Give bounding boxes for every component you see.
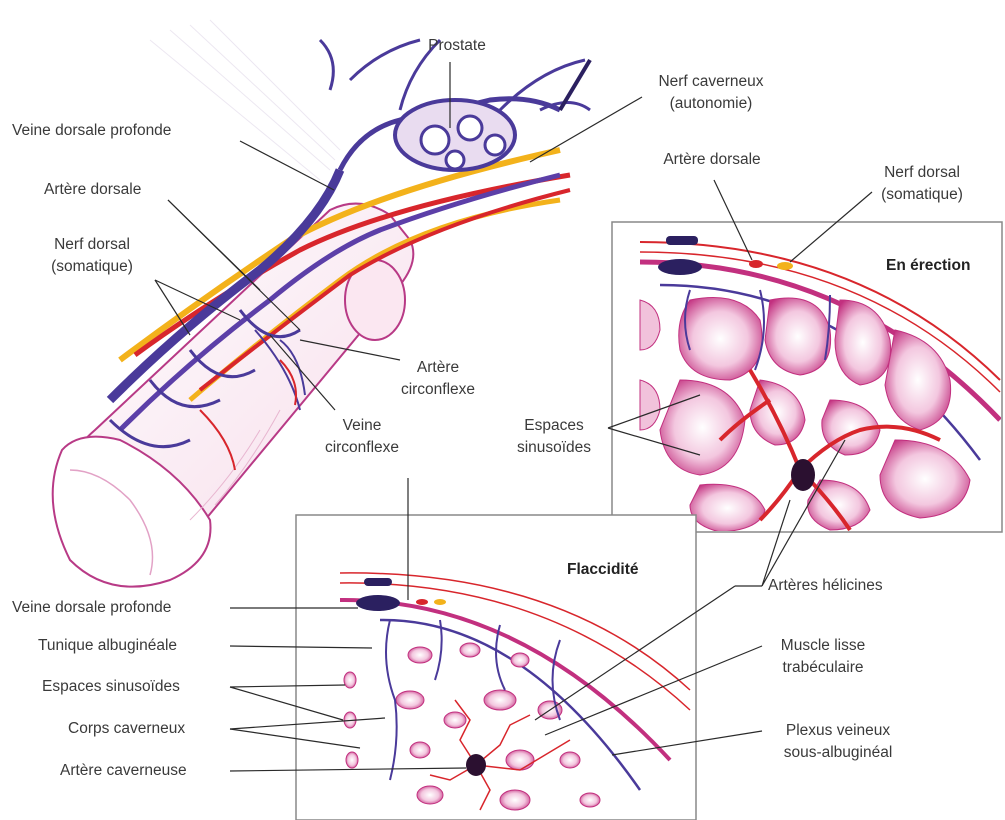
label-nerf-caverneux: Nerf caverneux: [658, 72, 763, 91]
label-nerf-dorsal-right-sub: (somatique): [881, 185, 963, 204]
label-veine-circonflexe-sub: circonflexe: [325, 438, 399, 457]
label-veine-circonflexe: Veine: [343, 416, 382, 435]
label-artere-dorsale-right: Artère dorsale: [663, 150, 760, 169]
label-plexus-veineux-sub: sous-albuginéal: [784, 743, 893, 762]
label-flaccidite: Flaccidité: [567, 560, 639, 579]
label-arteres-helicines: Artères hélicines: [768, 576, 883, 595]
label-en-erection: En érection: [886, 256, 970, 275]
label-espaces-sinusoides-left: Espaces sinusoïdes: [42, 677, 180, 696]
label-veine-dorsale-profonde-bottom: Veine dorsale profonde: [12, 598, 171, 617]
label-artere-dorsale-left: Artère dorsale: [44, 180, 141, 199]
label-nerf-dorsal-right: Nerf dorsal: [884, 163, 960, 182]
label-espaces-sinusoides-right: Espaces: [524, 416, 583, 435]
label-nerf-dorsal-left-sub: (somatique): [51, 257, 133, 276]
background-rays: [150, 20, 340, 180]
label-artere-circonflexe: Artère: [417, 358, 459, 377]
label-artere-circonflexe-sub: circonflexe: [401, 380, 475, 399]
label-nerf-dorsal-left: Nerf dorsal: [54, 235, 130, 254]
label-muscle-lisse: Muscle lisse: [781, 636, 865, 655]
label-veine-dorsale-profonde-top: Veine dorsale profonde: [12, 121, 171, 140]
label-artere-caverneuse: Artère caverneuse: [60, 761, 187, 780]
label-nerf-caverneux-sub: (autonomie): [670, 94, 753, 113]
label-prostate: Prostate: [428, 36, 486, 55]
label-espaces-sinusoides-right-sub: sinusoïdes: [517, 438, 591, 457]
label-tunique-albugineale: Tunique albuginéale: [38, 636, 177, 655]
label-corps-caverneux: Corps caverneux: [68, 719, 185, 738]
label-plexus-veineux: Plexus veineux: [786, 721, 890, 740]
label-muscle-lisse-sub: trabéculaire: [783, 658, 864, 677]
